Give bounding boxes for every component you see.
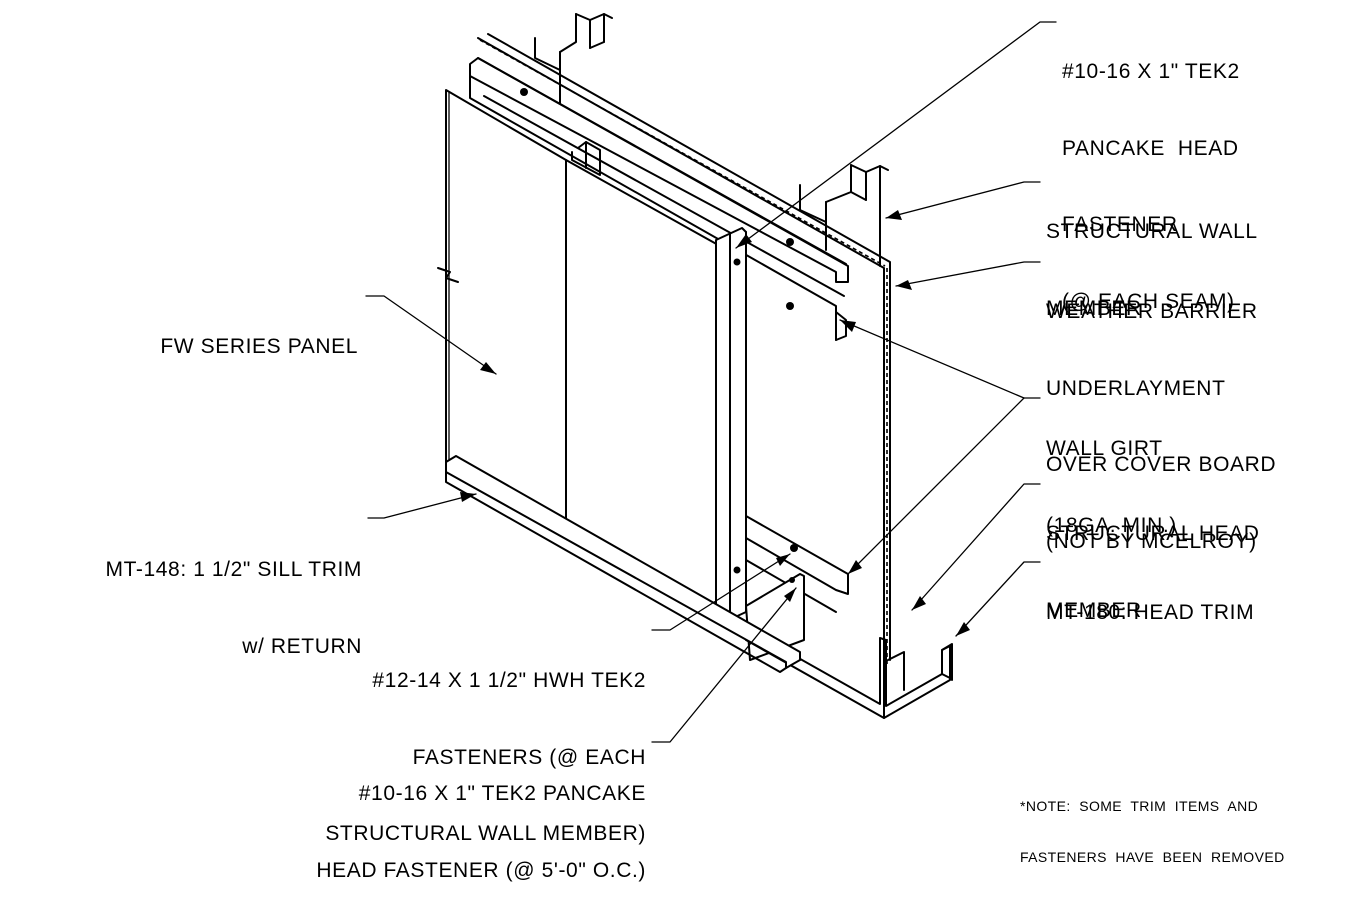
label-wall-girt: WALL GIRT (18GA. MIN.) <box>1046 385 1177 564</box>
label-pancake-5ft-fastener: #10-16 X 1" TEK2 PANCAKE HEAD FASTENER (… <box>316 730 646 909</box>
structural-wall-member-back <box>534 13 613 111</box>
label-line: HEAD FASTENER (@ 5'-0" O.C.) <box>316 858 646 882</box>
label-structural-wall-member: STRUCTURAL WALL MEMBER <box>1046 168 1258 347</box>
note-line: FASTENERS HAVE BEEN REMOVED <box>1020 849 1285 865</box>
label-line: MT-180: HEAD TRIM <box>1046 601 1255 624</box>
label-line: #10-16 X 1" TEK2 <box>1062 60 1240 83</box>
label-weather-barrier: WEATHER BARRIER UNDERLAYMENT OVER COVER … <box>1046 248 1276 580</box>
label-line: MT-148: 1 1/2" SILL TRIM <box>105 558 362 581</box>
detail-drawing: #10-16 X 1" TEK2 PANCAKE HEAD FASTENER (… <box>106 8 1284 882</box>
label-line: WEATHER BARRIER <box>1046 300 1258 323</box>
note-line: *NOTE: SOME TRIM ITEMS AND <box>1020 798 1259 814</box>
label-line: PANCAKE HEAD <box>1062 136 1239 160</box>
label-line: (@ EACH SEAM) <box>1062 289 1235 313</box>
label-line: WALL GIRT <box>1046 437 1163 460</box>
sill-trim <box>445 455 801 673</box>
wall-girt-bottom <box>745 515 849 613</box>
label-line: (18GA. MIN.) <box>1046 513 1177 537</box>
label-line: OVER COVER BOARD <box>1046 453 1277 476</box>
label-line: (NOT BY MCELROY) <box>1046 529 1257 553</box>
weather-barrier-board <box>477 33 891 666</box>
panel-seam-upright <box>715 227 747 625</box>
note-text: *NOTE: SOME TRIM ITEMS AND FASTENERS HAV… <box>1020 764 1285 883</box>
break-mark <box>437 267 459 283</box>
label-line: FASTENERS (@ EACH <box>412 745 646 769</box>
label-sill-trim: MT-148: 1 1/2" SILL TRIM w/ RETURN <box>106 506 362 685</box>
label-line: UNDERLAYMENT <box>1046 376 1226 400</box>
wall-assembly-drawing <box>365 13 1057 743</box>
label-line: MEMBER <box>1046 296 1142 320</box>
label-line: STRUCTURAL WALL <box>1046 220 1258 243</box>
label-line: FASTENER <box>1062 213 1178 236</box>
label-line: #12-14 X 1 1/2" HWH TEK2 <box>372 669 646 692</box>
label-structural-head-member: STRUCTURAL HEAD MEMBER <box>1046 470 1260 649</box>
label-line: MEMBER <box>1046 598 1142 622</box>
label-line: w/ RETURN <box>242 634 362 658</box>
label-line: STRUCTURAL HEAD <box>1046 522 1260 545</box>
leader-lines <box>365 21 1057 743</box>
label-pancake-seam-fastener: #10-16 X 1" TEK2 PANCAKE HEAD FASTENER (… <box>1062 8 1240 340</box>
label-head-trim: MT-180: HEAD TRIM <box>1046 549 1254 651</box>
wall-girt-top <box>469 57 849 341</box>
label-line: #10-16 X 1" TEK2 PANCAKE <box>358 782 646 805</box>
label-line: FW SERIES PANEL <box>160 335 358 358</box>
label-fw-series-panel: FW SERIES PANEL <box>160 283 358 385</box>
